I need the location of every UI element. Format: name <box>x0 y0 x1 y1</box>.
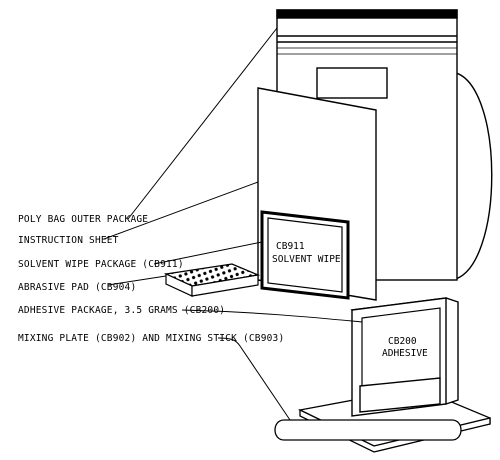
abrasive-pad <box>163 263 261 297</box>
callout-instruction-sheet: INSTRUCTION SHEET <box>18 235 119 246</box>
callout-solvent-wipe: SOLVENT WIPE PACKAGE (CB911) <box>18 259 184 270</box>
callout-poly-bag: POLY BAG OUTER PACKAGE <box>18 214 148 225</box>
solvent-wipe-package: CB911 SOLVENT WIPE <box>260 210 350 300</box>
callout-adhesive-package: ADHESIVE PACKAGE, 3.5 GRAMS (CB200) <box>18 305 225 316</box>
solvent-wipe-label-line2: SOLVENT WIPE <box>272 254 341 265</box>
adhesive-label-line1: CB200 <box>388 336 417 347</box>
callout-mixing-plate: MIXING PLATE (CB902) AND MIXING STICK (C… <box>18 333 284 344</box>
leader-lines <box>103 27 363 421</box>
solvent-wipe-label-line1: CB911 <box>276 241 305 252</box>
adhesive-label-line2: ADHESIVE <box>382 348 428 359</box>
callout-labels: POLY BAG OUTER PACKAGE INSTRUCTION SHEET… <box>18 214 284 344</box>
adhesive-package: CB200 ADHESIVE <box>350 297 459 417</box>
callout-abrasive-pad: ABRASIVE PAD (CB904) <box>18 282 136 293</box>
mixing-stick <box>274 419 462 441</box>
